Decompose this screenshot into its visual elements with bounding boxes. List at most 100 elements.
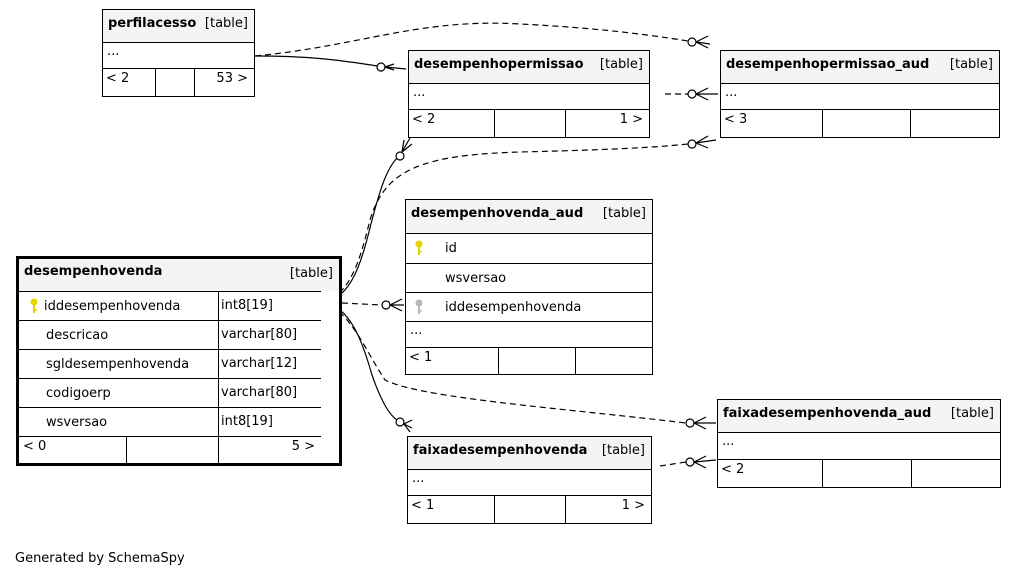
- column-row[interactable]: sgldesempenhovenda varchar[12]: [19, 349, 321, 378]
- table-header: desempenhopermissao_aud [table]: [721, 51, 999, 83]
- children-count[interactable]: 5 >: [291, 439, 315, 454]
- table-header: desempenhovenda [table]: [19, 259, 339, 291]
- table-header: desempenhovenda_aud [table]: [406, 200, 652, 233]
- crow-foot-icon: [695, 135, 717, 149]
- ellipsis: ...: [410, 323, 423, 338]
- children-count[interactable]: [576, 348, 652, 374]
- parents-count[interactable]: < 0: [23, 439, 47, 454]
- footer-row: < 0 5 >: [19, 436, 321, 463]
- parents-count[interactable]: < 2: [106, 71, 130, 86]
- crow-foot-icon: [695, 87, 718, 101]
- edge-end-circle: [395, 417, 405, 427]
- crow-foot-icon: [403, 419, 413, 433]
- columns-count: [822, 460, 912, 487]
- table-faixadesempenhovenda[interactable]: faixadesempenhovenda [table] ... < 1 1 >: [407, 436, 652, 524]
- table-name[interactable]: desempenhopermissao: [414, 57, 584, 72]
- column-type: int8[19]: [218, 408, 321, 436]
- columns-count: [822, 110, 911, 137]
- ellipsis-row: ...: [408, 469, 651, 495]
- footer-row: < 2: [718, 459, 1000, 487]
- children-count[interactable]: 1 >: [619, 112, 643, 127]
- edge-perfilacesso-desempenhopermissao-aud: [254, 22, 689, 57]
- ellipsis: ...: [725, 85, 738, 100]
- column-row[interactable]: id: [406, 233, 652, 263]
- table-name[interactable]: perfilacesso: [108, 16, 197, 31]
- edge-end-circle: [376, 62, 386, 72]
- table-name[interactable]: desempenhovenda_aud: [411, 206, 584, 221]
- table-perfilacesso[interactable]: perfilacesso [table] ... < 2 53 >: [102, 9, 255, 97]
- parents-count[interactable]: < 2: [721, 462, 745, 477]
- table-type: [table]: [204, 16, 248, 31]
- columns-count: [126, 437, 219, 463]
- column-row[interactable]: wsversao: [406, 263, 652, 292]
- edge-end-circle: [685, 457, 695, 467]
- table-desempenhovenda[interactable]: desempenhovenda [table] iddesempenhovend…: [16, 256, 342, 466]
- ellipsis: ...: [107, 44, 120, 59]
- children-count[interactable]: 1 >: [621, 498, 645, 513]
- table-type: [table]: [599, 57, 643, 72]
- table-type: [table]: [602, 206, 646, 221]
- edge-end-circle: [395, 151, 405, 161]
- table-type: [table]: [601, 443, 645, 458]
- ellipsis: ...: [413, 85, 426, 100]
- table-header: faixadesempenhovenda [table]: [408, 437, 651, 469]
- table-type: [table]: [289, 266, 333, 281]
- column-type: int8[19]: [218, 292, 321, 320]
- edge-desempenhovenda-faixadesempenhovenda-aud: [321, 301, 687, 424]
- column-row[interactable]: iddesempenhovenda int8[19]: [19, 291, 321, 320]
- footer-row: < 1: [406, 347, 652, 374]
- ellipsis-row: ...: [103, 42, 254, 68]
- table-header: desempenhopermissao [table]: [409, 51, 649, 83]
- ellipsis-row: ...: [721, 83, 999, 109]
- column-name: sgldesempenhovenda: [46, 357, 190, 372]
- edge-faixadesempenhovenda-faixadesempenhovenda-aud: [659, 461, 687, 467]
- parents-count[interactable]: < 2: [412, 112, 436, 127]
- crow-foot-icon: [693, 416, 716, 430]
- foreign-key-icon: [415, 299, 423, 314]
- edge-end-circle: [687, 37, 697, 47]
- column-name: id: [445, 241, 457, 256]
- columns-count: [494, 110, 566, 137]
- children-count[interactable]: 53 >: [216, 71, 248, 86]
- edge-end-circle: [685, 418, 695, 428]
- table-faixadesempenhovenda-aud[interactable]: faixadesempenhovenda_aud [table] ... < 2: [717, 399, 1001, 488]
- table-desempenhopermissao-aud[interactable]: desempenhopermissao_aud [table] ... < 3: [720, 50, 1000, 138]
- children-count[interactable]: [911, 110, 999, 137]
- table-header: faixadesempenhovenda_aud [table]: [718, 400, 1000, 432]
- table-name[interactable]: desempenhopermissao_aud: [726, 57, 930, 72]
- column-name: codigoerp: [46, 386, 111, 401]
- table-name[interactable]: faixadesempenhovenda_aud: [723, 406, 932, 421]
- parents-count[interactable]: < 1: [409, 350, 433, 365]
- crow-foot-icon: [384, 63, 407, 71]
- column-row[interactable]: codigoerp varchar[80]: [19, 378, 321, 407]
- footer-row: < 2 53 >: [103, 68, 254, 96]
- generated-by-footer: Generated by SchemaSpy: [15, 551, 185, 566]
- edge-perfilacesso-desempenhopermissao: [254, 55, 379, 67]
- children-count[interactable]: [912, 460, 1000, 487]
- column-name: iddesempenhovenda: [44, 299, 181, 314]
- edge-end-circle: [381, 300, 391, 310]
- table-name[interactable]: desempenhovenda: [24, 264, 163, 279]
- parents-count[interactable]: < 3: [724, 112, 748, 127]
- crow-foot-icon: [389, 298, 404, 312]
- columns-count: [498, 348, 576, 374]
- crow-foot-icon: [695, 35, 711, 49]
- column-name: wsversao: [445, 271, 507, 286]
- parents-count[interactable]: < 1: [411, 498, 435, 513]
- table-desempenhopermissao[interactable]: desempenhopermissao [table] ... < 2 1 >: [408, 50, 650, 138]
- ellipsis-row: ...: [409, 83, 649, 109]
- column-row[interactable]: descricao varchar[80]: [19, 320, 321, 349]
- table-desempenhovenda-aud[interactable]: desempenhovenda_aud [table] id wsversao …: [405, 199, 653, 375]
- column-row[interactable]: wsversao int8[19]: [19, 407, 321, 436]
- ellipsis-row: ...: [406, 321, 652, 347]
- footer-row: < 3: [721, 109, 999, 137]
- table-name[interactable]: faixadesempenhovenda: [413, 443, 588, 458]
- column-name: descricao: [46, 328, 109, 343]
- ellipsis: ...: [412, 471, 425, 486]
- edge-end-circle: [687, 89, 697, 99]
- primary-key-icon: [30, 298, 38, 313]
- columns-count: [494, 496, 566, 523]
- column-name: iddesempenhovenda: [445, 300, 582, 315]
- column-row[interactable]: iddesempenhovenda: [406, 292, 652, 321]
- footer-row: < 2 1 >: [409, 109, 649, 137]
